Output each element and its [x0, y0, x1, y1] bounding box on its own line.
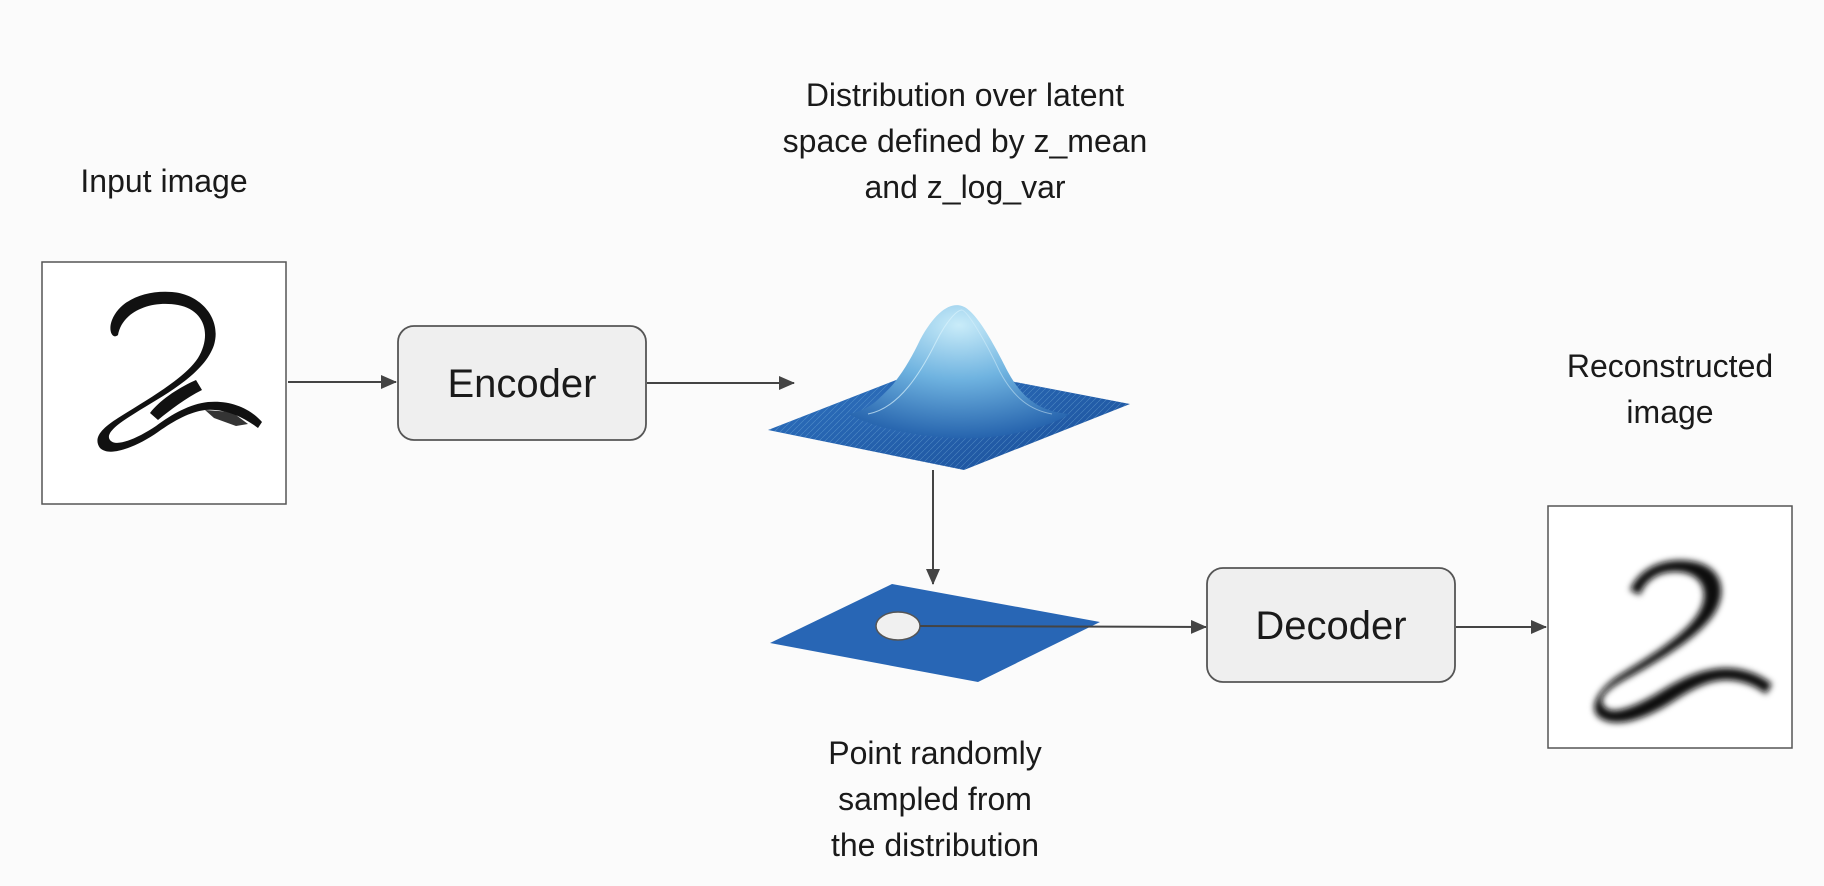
encoder-block: Encoder — [397, 325, 647, 441]
reconstructed-image-frame — [1547, 505, 1793, 749]
sampled-latent-plane — [770, 584, 1100, 682]
input-image-frame — [41, 261, 287, 505]
decoder-label: Decoder — [1255, 604, 1406, 648]
reconstructed-image-label: Reconstructed image — [1566, 348, 1774, 430]
decoder-block: Decoder — [1206, 567, 1456, 683]
distribution-label: Distribution over latent space defined b… — [782, 77, 1148, 205]
arrow-sample-to-decoder — [919, 619, 1207, 634]
sampled-point-label: Point randomly sampled from the distribu… — [828, 735, 1042, 863]
input-image-label: Input image — [80, 163, 248, 199]
encoder-label: Encoder — [448, 362, 597, 406]
input-digit-image — [97, 291, 262, 452]
sampled-point — [875, 611, 921, 641]
latent-distribution-surface — [768, 305, 1130, 470]
reconstructed-digit-image — [1594, 560, 1772, 723]
